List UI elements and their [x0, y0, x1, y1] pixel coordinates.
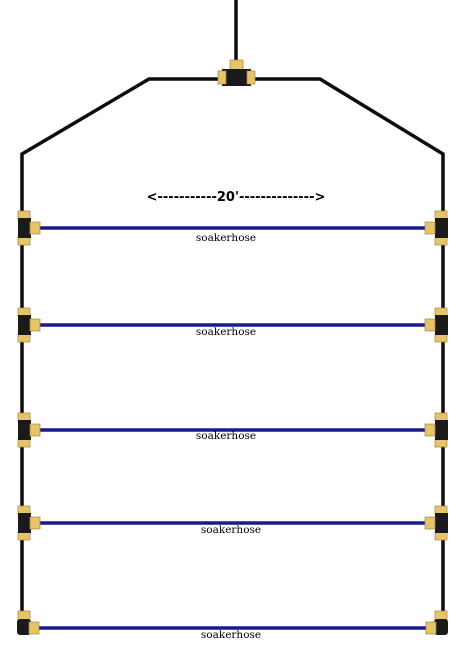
top-tee-fitting	[217, 59, 256, 86]
right-tee-fitting	[424, 505, 448, 541]
right-tee-fitting	[424, 412, 448, 448]
soaker-row-5: soakerhose	[38, 626, 428, 641]
right-tee-fitting	[424, 307, 448, 343]
dimension-label: <-----------20'-------------->	[147, 190, 326, 205]
soaker-rows: soakerhose soakerhose soakerhose soakerhose…	[17, 210, 448, 641]
soaker-hose-label: soakerhose	[196, 326, 256, 338]
soaker-row-3: soakerhose	[38, 428, 428, 442]
soaker-hose-label: soakerhose	[196, 232, 256, 244]
left-tee-fitting	[17, 307, 41, 343]
left-tee-fitting	[17, 505, 41, 541]
left-elbow-fitting	[17, 610, 40, 635]
soaker-hose-label: soakerhose	[196, 430, 256, 442]
soaker-hose-label: soakerhose	[201, 524, 261, 536]
left-tee-fitting	[17, 412, 41, 448]
soaker-row-2: soakerhose	[38, 323, 428, 338]
soaker-row-4: soakerhose	[38, 521, 428, 536]
soaker-row-1: soakerhose	[38, 226, 428, 244]
left-tee-fitting	[17, 210, 41, 246]
right-tee-fitting	[424, 210, 448, 246]
soaker-hose-label: soakerhose	[201, 629, 261, 641]
manifold-pipe	[20, 77, 445, 632]
right-elbow-fitting	[425, 610, 448, 635]
